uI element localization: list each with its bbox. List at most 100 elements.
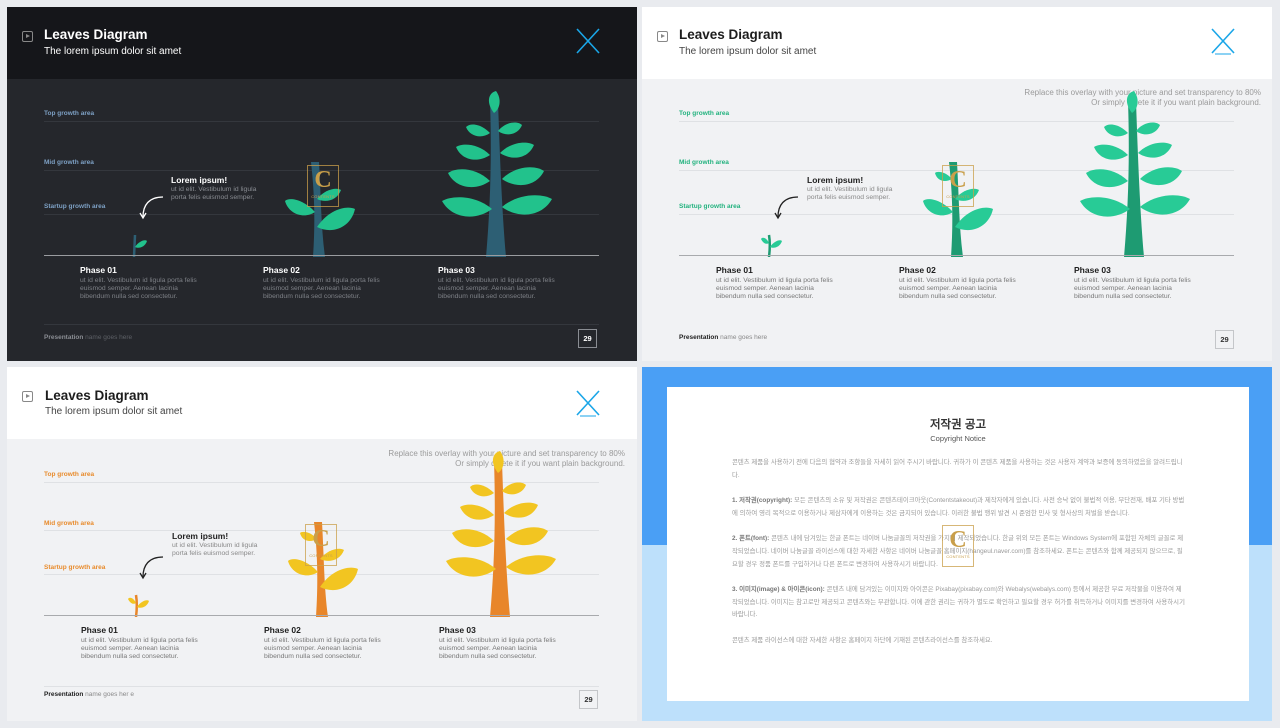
notice-section: 2. 폰트(font): 콘텐츠 내에 담겨있는 한글 폰트는 네이버 나눔글꼴… (732, 535, 1184, 568)
watermark-logo: C CONTENTS (942, 165, 974, 207)
x-logo-icon (1211, 28, 1235, 55)
phase-2: Phase 02 ut id elit. Vestibulum id ligul… (264, 625, 386, 662)
page-number: 29 (1215, 330, 1234, 349)
footer-divider (44, 324, 599, 325)
level-top-label: Top growth area (44, 110, 95, 117)
notice-body: 콘텐츠 제품을 사용하기 전에 다음의 협약과 조항들을 자세히 읽어 주시기 … (732, 457, 1187, 661)
phase-title: Phase 03 (439, 625, 476, 635)
phase-3: Phase 03 ut id elit. Vestibulum id ligul… (1074, 265, 1196, 302)
overlay-hint: Replace this overlay with your picture a… (388, 449, 625, 468)
phase-1: Phase 01 ut id elit. Vestibulum id ligul… (81, 625, 203, 662)
phase-title: Phase 02 (264, 625, 301, 635)
page-number: 29 (579, 690, 598, 709)
watermark-logo: C CONTENTS (307, 165, 339, 207)
phase-text: ut id elit. Vestibulum id ligula porta f… (716, 277, 833, 301)
callout: Lorem ipsum! ut id elit. Vestibulum id l… (171, 175, 271, 202)
phase-text: ut id elit. Vestibulum id ligula porta f… (263, 277, 380, 301)
watermark-logo: C CONTENTS (305, 524, 337, 566)
footer: Presentation name goes here (679, 334, 768, 341)
grid-line (679, 121, 1234, 122)
phase-title: Phase 01 (80, 265, 117, 275)
slide-title: Leaves Diagram (679, 27, 783, 42)
grid-line (44, 121, 599, 122)
phase-text: ut id elit. Vestibulum id ligula porta f… (439, 637, 556, 661)
slide-subtitle: The lorem ipsum dolor sit amet (44, 46, 182, 57)
phase-text: ut id elit. Vestibulum id ligula porta f… (438, 277, 555, 301)
footer-divider (44, 686, 599, 687)
x-logo-icon (576, 28, 600, 54)
slide-header: Leaves Diagram The lorem ipsum dolor sit… (642, 7, 1272, 79)
tree-sprout (132, 234, 147, 257)
phase-title: Phase 02 (899, 265, 936, 275)
level-top-label: Top growth area (679, 110, 730, 117)
phase-title: Phase 01 (81, 625, 118, 635)
tree-mature (442, 91, 552, 257)
slide-title: Leaves Diagram (45, 388, 149, 403)
level-startup-label: Startup growth area (44, 564, 106, 571)
phase-2: Phase 02 ut id elit. Vestibulum id ligul… (899, 265, 1021, 302)
page-number: 29 (578, 329, 597, 348)
tree-mature (446, 451, 556, 617)
level-mid-label: Mid growth area (44, 159, 94, 166)
callout-text: ut id elit. Vestibulum id ligula porta f… (171, 186, 257, 201)
notice-title: 저작권 공고 (929, 419, 987, 431)
tree-mature (1080, 91, 1190, 257)
notice-card: 저작권 공고 Copyright Notice 콘텐츠 제품을 사용하기 전에 … (667, 387, 1249, 701)
notice-subtitle: Copyright Notice (930, 434, 986, 443)
tree-sprout (128, 594, 149, 617)
phase-text: ut id elit. Vestibulum id ligula porta f… (264, 637, 381, 661)
callout: Lorem ipsum! ut id elit. Vestibulum id l… (172, 531, 262, 558)
level-top-label: Top growth area (44, 471, 95, 478)
slide-title: Leaves Diagram (44, 27, 148, 42)
phase-text: ut id elit. Vestibulum id ligula porta f… (899, 277, 1016, 301)
phase-2: Phase 02 ut id elit. Vestibulum id ligul… (263, 265, 385, 302)
phase-text: ut id elit. Vestibulum id ligula porta f… (1074, 277, 1191, 301)
ground-line (44, 255, 599, 256)
callout-text: ut id elit. Vestibulum id ligula porta f… (172, 542, 258, 557)
tree-young (288, 522, 358, 617)
curved-arrow-icon (139, 556, 164, 580)
slide-copyright-notice[interactable]: 저작권 공고 Copyright Notice 콘텐츠 제품을 사용하기 전에 … (642, 367, 1272, 721)
notice-outro: 콘텐츠 제품 라이선스에 대한 자세한 사항은 홈페이지 하단에 기재된 콘텐츠… (732, 636, 993, 644)
overlay-hint: Replace this overlay with your picture a… (1024, 88, 1261, 107)
footer: Presentation name goes here (44, 334, 133, 341)
tree-young (285, 162, 355, 257)
x-logo-icon (576, 390, 600, 417)
phase-3: Phase 03 ut id elit. Vestibulum id ligul… (438, 265, 560, 302)
phase-text: ut id elit. Vestibulum id ligula porta f… (80, 277, 197, 301)
ground-line (44, 615, 599, 616)
ground-line (679, 255, 1234, 256)
slide-dark[interactable]: Leaves Diagram The lorem ipsum dolor sit… (7, 7, 637, 361)
curved-arrow-icon (139, 196, 164, 220)
callout-text: ut id elit. Vestibulum id ligula porta f… (807, 186, 893, 201)
grid-line (44, 214, 599, 215)
phase-title: Phase 01 (716, 265, 753, 275)
level-mid-label: Mid growth area (44, 520, 94, 527)
tree-sprout (761, 234, 782, 257)
play-icon[interactable] (657, 31, 668, 42)
notice-intro: 콘텐츠 제품을 사용하기 전에 다음의 협약과 조항들을 자세히 읽어 주시기 … (732, 459, 1183, 479)
phase-title: Phase 03 (1074, 265, 1111, 275)
callout-title: Lorem ipsum! (807, 175, 864, 185)
slide-subtitle: The lorem ipsum dolor sit amet (679, 46, 817, 57)
play-icon[interactable] (22, 391, 33, 402)
phase-1: Phase 01 ut id elit. Vestibulum id ligul… (716, 265, 838, 302)
slide-light-yellow[interactable]: Leaves Diagram The lorem ipsum dolor sit… (7, 367, 637, 721)
footer: Presentation name goes her e (44, 691, 134, 698)
phase-title: Phase 03 (438, 265, 475, 275)
notice-section: 3. 이미지(image) & 아이콘(icon): 콘텐츠 내에 담겨있는 이… (732, 586, 1185, 619)
slide-header: Leaves Diagram The lorem ipsum dolor sit… (7, 7, 637, 79)
slide-subtitle: The lorem ipsum dolor sit amet (45, 406, 183, 417)
level-startup-label: Startup growth area (679, 203, 741, 210)
play-icon[interactable] (22, 31, 33, 42)
callout-title: Lorem ipsum! (172, 531, 229, 541)
phase-1: Phase 01 ut id elit. Vestibulum id ligul… (80, 265, 202, 302)
callout: Lorem ipsum! ut id elit. Vestibulum id l… (807, 175, 907, 202)
notice-section: 1. 저작권(copyright): 모든 콘텐츠의 소유 및 저작권은 콘텐츠… (732, 497, 1185, 517)
phase-title: Phase 02 (263, 265, 300, 275)
phase-text: ut id elit. Vestibulum id ligula porta f… (81, 637, 198, 661)
grid-line (44, 170, 599, 171)
slide-light-green[interactable]: Leaves Diagram The lorem ipsum dolor sit… (642, 7, 1272, 361)
phase-3: Phase 03 ut id elit. Vestibulum id ligul… (439, 625, 561, 662)
slide-header: Leaves Diagram The lorem ipsum dolor sit… (7, 367, 637, 439)
